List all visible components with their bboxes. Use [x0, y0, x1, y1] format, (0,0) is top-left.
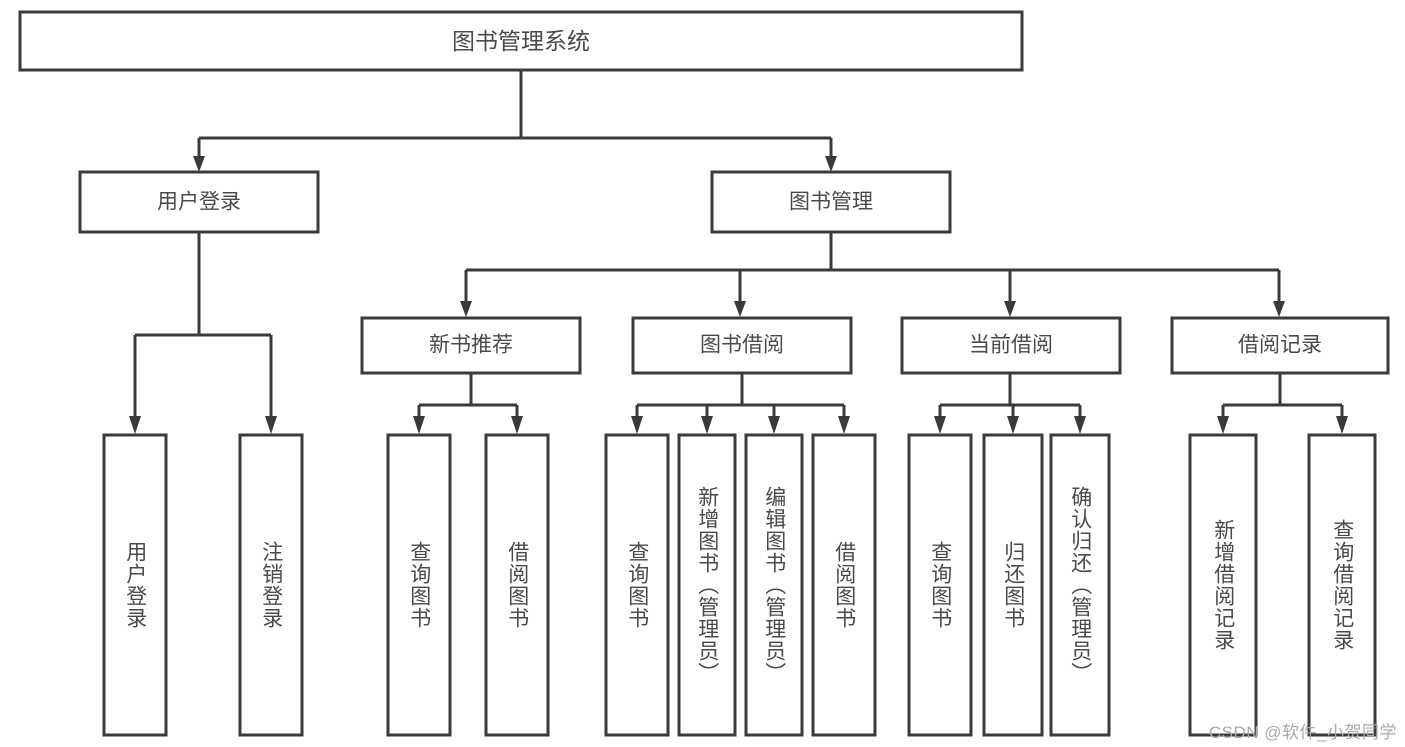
arrowhead-leaf-add-book: [701, 416, 713, 434]
leaf-box-query-book-1[interactable]: [386, 433, 452, 737]
node-user-login-label: 用户登录: [157, 191, 241, 214]
node-root[interactable]: 图书管理系统: [18, 10, 1024, 72]
leaf-box-query-book-2[interactable]: [604, 433, 670, 737]
node-book-management-label: 图书管理: [789, 191, 873, 214]
arrowhead-leaf-query-book-3: [934, 416, 946, 434]
node-user-login[interactable]: 用户登录: [78, 170, 320, 234]
leaf-box-borrow-book-2[interactable]: [811, 433, 877, 737]
connector-group-new-book-rec-to-leaves: [413, 373, 523, 434]
leaf-box-logout[interactable]: [238, 433, 304, 737]
watermark-text: CSDN @软件_小贺同学: [1208, 723, 1397, 742]
leaf-box-query-record[interactable]: [1307, 433, 1377, 737]
node-new-book-recommend[interactable]: 新书推荐: [360, 316, 582, 375]
arrowhead-leaf-edit-book: [768, 416, 780, 434]
arrowhead-book-borrow: [734, 301, 746, 317]
node-book-borrow[interactable]: 图书借阅: [631, 316, 853, 375]
node-current-borrow[interactable]: 当前借阅: [900, 316, 1122, 375]
leaf-box-user-login[interactable]: [102, 433, 168, 737]
node-book-borrow-box[interactable]: [631, 316, 853, 375]
leaf-box-query-book-3[interactable]: [907, 433, 973, 737]
connector-group-book-mgmt-to-level3: [460, 232, 1285, 317]
connector-group-current-borrow-to-leaves: [934, 373, 1086, 434]
node-new-book-recommend-box[interactable]: [360, 316, 582, 375]
arrowhead-leaf-return-book: [1007, 416, 1019, 434]
arrowhead-leaf-logout: [265, 416, 277, 434]
node-new-book-recommend-label: 新书推荐: [429, 334, 513, 357]
node-root-box[interactable]: [18, 10, 1024, 72]
node-book-management[interactable]: 图书管理: [710, 170, 952, 234]
leaf-box-add-record[interactable]: [1188, 433, 1258, 737]
arrowhead-leaf-confirm-return: [1074, 416, 1086, 434]
arrowhead-leaf-query-book-2: [631, 416, 643, 434]
arrowhead-new-book-rec: [460, 301, 472, 317]
arrowhead-current-borrow: [1004, 301, 1016, 317]
arrowhead-leaf-borrow-book-2: [838, 416, 850, 434]
connector-group-user-login-to-leaves: [129, 232, 277, 434]
arrowhead-leaf-add-record: [1217, 416, 1229, 434]
arrowhead-book-mgmt: [825, 156, 837, 172]
connector-group-borrow-record-to-leaves: [1217, 373, 1348, 434]
arrowhead-user-login: [193, 156, 205, 172]
leaf-box-borrow-book-1[interactable]: [484, 433, 550, 737]
node-borrow-record[interactable]: 借阅记录: [1170, 316, 1390, 375]
node-user-login-box[interactable]: [78, 170, 320, 234]
leaf-box-confirm-return[interactable]: [1049, 433, 1111, 737]
leaf-box-return-book[interactable]: [982, 433, 1044, 737]
arrowhead-borrow-record: [1273, 301, 1285, 317]
node-current-borrow-box[interactable]: [900, 316, 1122, 375]
connector-group-book-borrow-to-leaves: [631, 373, 850, 434]
node-current-borrow-label: 当前借阅: [969, 334, 1053, 357]
node-book-management-box[interactable]: [710, 170, 952, 234]
leaf-box-add-book[interactable]: [677, 433, 737, 737]
arrowhead-leaf-query-record: [1336, 416, 1348, 434]
node-borrow-record-label: 借阅记录: [1238, 334, 1322, 357]
connector-group-root-to-level2: [193, 70, 837, 172]
node-book-borrow-label: 图书借阅: [700, 334, 784, 357]
arrowhead-leaf-borrow-book-1: [511, 416, 523, 434]
leaf-box-edit-book[interactable]: [744, 433, 804, 737]
arrowhead-leaf-user-login: [129, 416, 141, 434]
node-root-label: 图书管理系统: [452, 28, 590, 54]
node-borrow-record-box[interactable]: [1170, 316, 1390, 375]
arrowhead-leaf-query-book-1: [413, 416, 425, 434]
